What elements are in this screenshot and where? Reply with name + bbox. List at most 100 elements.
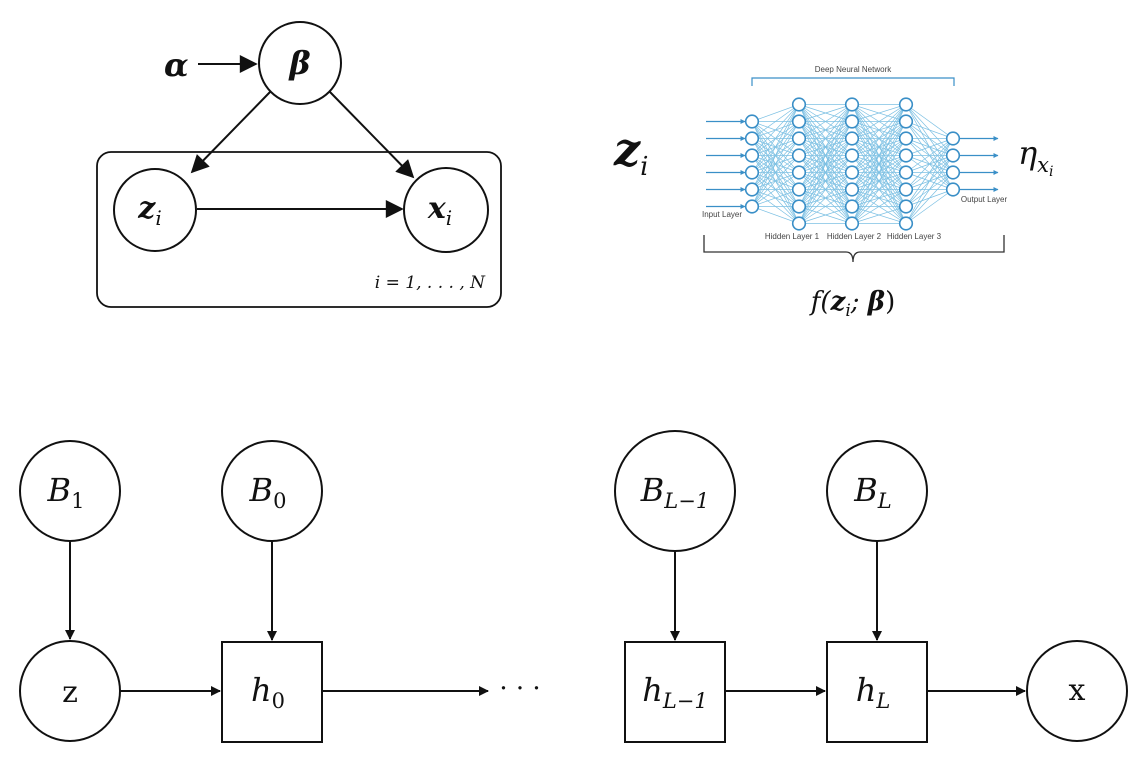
nn-edge — [905, 138, 954, 190]
nn-neuron — [844, 97, 860, 112]
nn-neuron — [844, 148, 860, 163]
nn-io-arrows — [706, 119, 999, 209]
nn-edge — [851, 172, 907, 224]
graphical-model: α β zi xi i = 1, . . . , N — [96, 21, 502, 308]
nn-edge — [905, 138, 954, 224]
nn-edge — [798, 104, 853, 190]
B0-label: B0 — [249, 471, 287, 513]
nn-edge — [905, 155, 954, 224]
nn-edge — [751, 104, 800, 156]
nn-neuron — [744, 199, 760, 214]
nn-neuron — [844, 182, 860, 197]
generative-chain: B1 z B0 h0 · · · BL−1 hL−1 — [19, 430, 1128, 743]
nn-neuron — [744, 165, 760, 180]
nn-edge — [851, 104, 907, 139]
nn-bottom-brace — [703, 235, 1005, 263]
nn-edge — [851, 138, 907, 224]
nn-edges — [751, 104, 954, 224]
nn-output-label: ηxi — [1018, 134, 1054, 180]
nn-edge — [905, 104, 954, 139]
nn-edge — [851, 206, 907, 224]
B1-label: B1 — [47, 471, 85, 513]
nn-edge — [798, 189, 853, 224]
nn-neuron — [844, 165, 860, 180]
nn-edge — [905, 138, 954, 173]
nn-edge — [851, 104, 907, 122]
ellipsis: · · · — [499, 674, 540, 704]
beta-label: β — [288, 44, 310, 82]
nn-edge — [851, 104, 907, 190]
nn-neuron — [898, 216, 914, 231]
nn-neuron — [898, 148, 914, 163]
nn-neuron — [844, 114, 860, 129]
z-label: z — [62, 675, 78, 710]
nn-edge — [751, 121, 800, 207]
nn-edge — [751, 104, 800, 207]
nn-edge — [851, 121, 907, 224]
nn-edge — [905, 138, 954, 207]
nn-edge — [851, 104, 907, 224]
edge-beta-z — [190, 91, 271, 174]
h0-node — [221, 641, 323, 743]
nn-neuron — [844, 131, 860, 146]
nn-edge — [851, 104, 907, 207]
hL1-label: hL−1 — [642, 671, 708, 713]
nn-edge — [751, 172, 800, 207]
z-i-node — [113, 168, 197, 252]
nn-edge — [798, 104, 853, 139]
nn-edge — [751, 206, 800, 224]
nn-neuron — [898, 182, 914, 197]
nn-layer-label: Hidden Layer 3 — [887, 232, 942, 241]
hL-node — [826, 641, 928, 743]
nn-neuron — [744, 114, 760, 129]
nn-neuron — [898, 199, 914, 214]
nn-edge — [851, 104, 907, 173]
neural-network: zi ηxi Deep Neural Network Input LayerHi… — [613, 65, 1054, 321]
nn-neuron — [844, 199, 860, 214]
nn-edge — [798, 155, 853, 224]
nn-edge — [798, 104, 853, 224]
nn-edge — [798, 104, 853, 122]
nn-layer-label: Output Layer — [961, 195, 1008, 204]
nn-nodes — [744, 97, 961, 231]
x-i-node — [403, 167, 489, 253]
nn-edge — [851, 189, 907, 224]
nn-input-label: zi — [613, 122, 648, 182]
beta-node — [258, 21, 342, 105]
nn-edge — [751, 155, 800, 207]
nn-neuron — [844, 216, 860, 231]
nn-neuron — [945, 182, 961, 197]
x-label: x — [1069, 673, 1086, 708]
nn-edge — [905, 138, 954, 156]
nn-neuron — [791, 148, 807, 163]
nn-edge — [751, 104, 800, 190]
nn-edge — [751, 104, 800, 173]
nn-function-label: f(zi; β) — [809, 287, 895, 321]
nn-edge — [798, 121, 853, 224]
alpha-label: α — [164, 46, 189, 84]
nn-neuron — [791, 165, 807, 180]
nn-edge — [798, 206, 853, 224]
nn-neuron — [744, 182, 760, 197]
nn-neuron — [945, 148, 961, 163]
nn-neuron — [791, 97, 807, 112]
nn-top-bracket — [751, 77, 955, 86]
nn-neuron — [791, 114, 807, 129]
nn-edge — [905, 189, 954, 224]
nn-edge — [751, 104, 800, 139]
plate-label: i = 1, . . . , N — [375, 273, 486, 293]
nn-edge — [905, 172, 954, 224]
x-i-label: xi — [427, 191, 452, 230]
nn-edge — [751, 189, 800, 207]
nn-edge — [798, 104, 853, 156]
nn-layer-label: Input Layer — [702, 210, 742, 219]
nn-layer-label: Hidden Layer 1 — [765, 232, 820, 241]
nn-edge — [798, 104, 853, 207]
nn-edge — [798, 104, 853, 173]
nn-edge — [798, 172, 853, 224]
nn-neuron — [898, 114, 914, 129]
BL1-label: BL−1 — [640, 471, 709, 513]
edge-beta-x — [329, 91, 415, 179]
nn-neuron — [791, 199, 807, 214]
